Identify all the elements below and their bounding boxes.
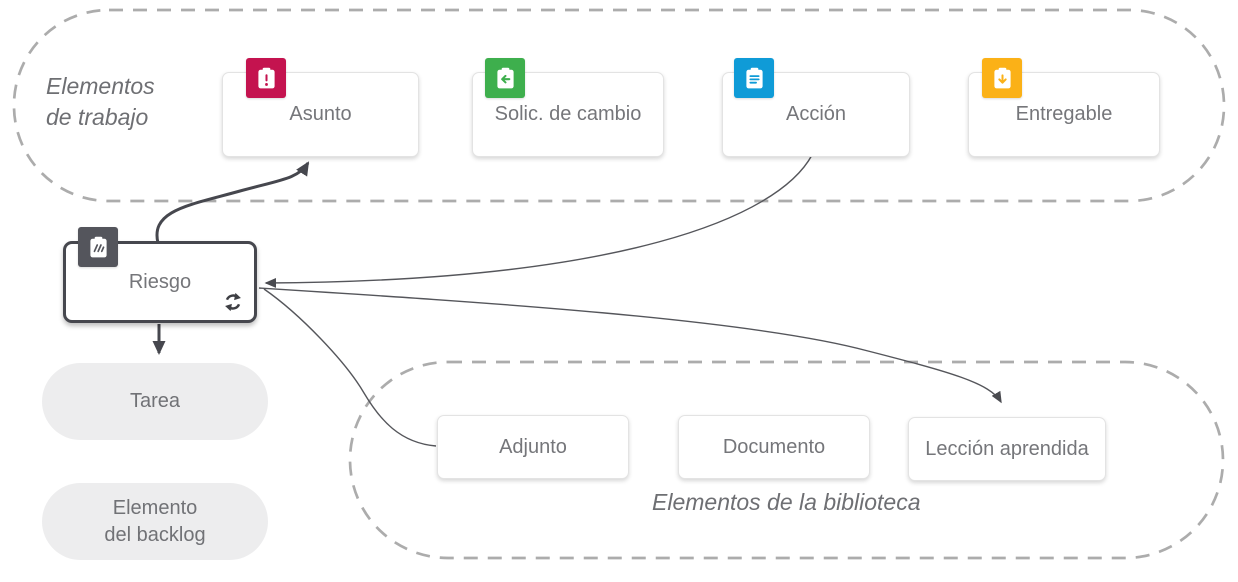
clipboard-arrow-left-icon xyxy=(485,58,525,98)
node-leccion-aprendida: Lección aprendida xyxy=(908,417,1106,481)
work-items-group-outline xyxy=(12,8,1226,203)
work-items-group-label: Elementos de trabajo xyxy=(46,71,155,133)
node-accion-label: Acción xyxy=(785,103,847,125)
node-backlog-label-line1: Elemento xyxy=(112,496,198,519)
node-riesgo-label: Riesgo xyxy=(128,270,192,293)
node-entregable-label: Entregable xyxy=(1015,103,1113,125)
arrow-riesgo-to-asunto xyxy=(155,161,310,244)
node-asunto-label: Asunto xyxy=(289,103,352,125)
library-group-outline xyxy=(348,360,1225,560)
node-leccion-aprendida-label: Lección aprendida xyxy=(925,437,1089,460)
node-documento-label: Documento xyxy=(722,435,826,458)
node-elemento-del-backlog: Elemento del backlog xyxy=(42,483,268,560)
arrow-accion-to-riesgo xyxy=(264,154,813,288)
node-documento: Documento xyxy=(678,415,870,479)
sync-arrows-icon xyxy=(225,292,241,312)
arrow-riesgo-to-leccion xyxy=(258,287,1002,404)
clipboard-arrow-down-icon xyxy=(982,58,1022,98)
node-adjunto-label: Adjunto xyxy=(499,435,567,458)
arrow-adjunto-to-riesgo xyxy=(263,288,437,447)
work-items-group-label-line2: de trabajo xyxy=(46,104,149,130)
clipboard-risk-icon xyxy=(78,227,118,267)
node-tarea: Tarea xyxy=(42,363,268,440)
work-items-group-label-line1: Elementos xyxy=(46,73,155,99)
node-backlog-label-line2: del backlog xyxy=(104,523,206,546)
node-adjunto: Adjunto xyxy=(437,415,629,479)
library-group-label: Elementos de la biblioteca xyxy=(652,489,921,515)
clipboard-list-icon xyxy=(734,58,774,98)
node-tarea-label: Tarea xyxy=(129,390,181,412)
clipboard-exclamation-icon xyxy=(246,58,286,98)
node-accion: Acción xyxy=(722,72,910,157)
node-solic-de-cambio-label: Solic. de cambio xyxy=(494,103,642,125)
